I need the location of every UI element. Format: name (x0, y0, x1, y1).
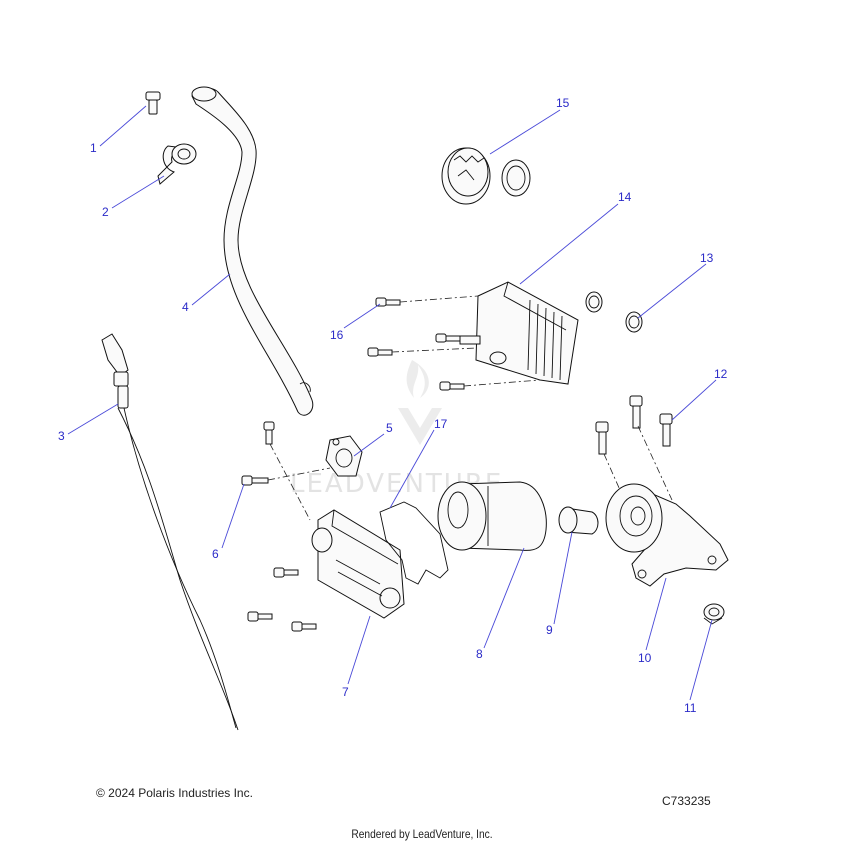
diagram-code: C733235 (662, 794, 711, 808)
callout-14: 14 (618, 190, 632, 204)
callout-8: 8 (476, 647, 483, 661)
callout-9: 9 (546, 623, 553, 637)
callout-11: 11 (684, 701, 697, 715)
callout-7: 7 (342, 685, 349, 699)
part-9-sleeve (558, 506, 599, 535)
part-1-bolt (145, 91, 161, 115)
callout-12: 12 (714, 367, 728, 381)
callout-15: 15 (556, 96, 570, 110)
part-11-clip (703, 603, 725, 625)
part-5-gasket (325, 435, 363, 477)
callout-5: 5 (386, 421, 393, 435)
callout-3: 3 (58, 429, 65, 443)
leader-lines (67, 105, 717, 701)
callouts: 1 2 3 4 5 6 7 8 9 10 11 12 13 14 15 16 1… (58, 96, 728, 715)
callout-17: 17 (434, 417, 448, 431)
callout-4: 4 (182, 300, 189, 314)
watermark-logo: LEADVENTURE (290, 360, 501, 499)
callout-16: 16 (330, 328, 344, 342)
part-15-o-ring (501, 159, 531, 197)
callout-2: 2 (102, 205, 109, 219)
callout-13: 13 (700, 251, 714, 265)
part-4-dipstick-tube (191, 86, 314, 416)
part-15-oil-cap (441, 147, 491, 205)
part-14-oil-cooler (459, 281, 579, 385)
part-10-filter-adapter (603, 425, 729, 587)
callout-1: 1 (90, 141, 97, 155)
part-17-seal (379, 501, 449, 585)
part-7-filter-housing (311, 509, 405, 619)
part-6-bolts (241, 421, 331, 632)
part-2-clamp (157, 143, 197, 185)
rendered-by-text: Rendered by LeadVenture, Inc. (351, 827, 493, 841)
part-13-o-rings (585, 291, 643, 333)
part-8-oil-filter (437, 481, 547, 551)
callout-6: 6 (212, 547, 219, 561)
copyright-text: © 2024 Polaris Industries Inc. (96, 786, 253, 800)
part-3-dipstick (101, 333, 239, 731)
part-12-bolts (595, 395, 673, 455)
callout-10: 10 (638, 651, 652, 665)
part-16-bolts (367, 295, 541, 391)
